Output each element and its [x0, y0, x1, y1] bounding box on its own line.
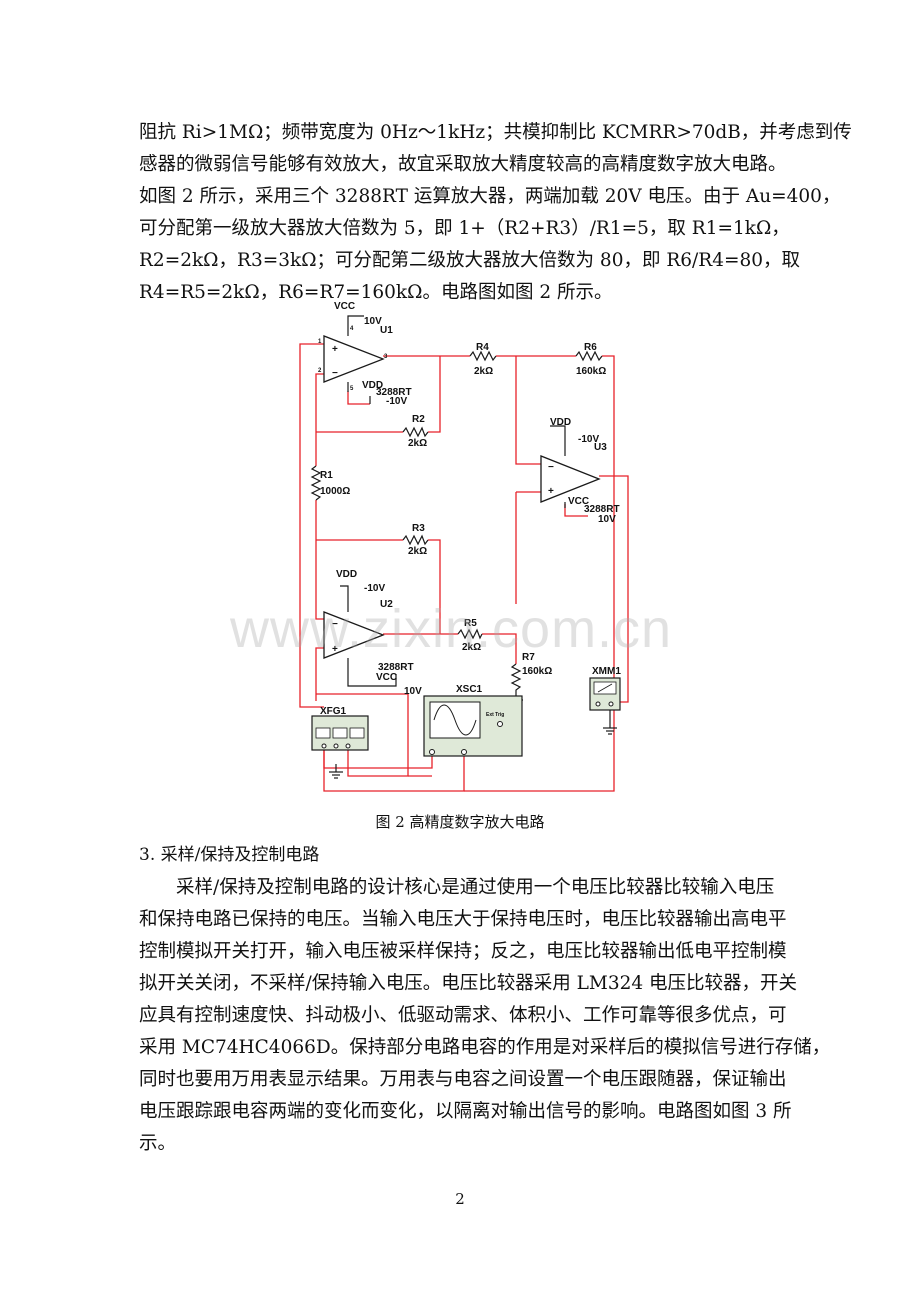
label-r7-value: 160kΩ — [522, 666, 552, 677]
label-vcc-u3: VCC — [568, 496, 589, 507]
pin-label: 5 — [350, 386, 354, 392]
label-r4: R4 — [476, 342, 489, 353]
intro-line: R4=R5=2kΩ，R6=R7=160kΩ。电路图如图 2 所示。 — [139, 282, 613, 303]
label-u3-pos: 10V — [598, 514, 616, 525]
body-line: 采样/保持及控制电路的设计核心是通过使用一个电压比较器比较输入电压 — [176, 877, 775, 898]
label-r1-value: 1000Ω — [320, 486, 350, 497]
section-heading: 3. 采样/保持及控制电路 — [139, 845, 320, 865]
intro-line: 如图 2 所示，采用三个 3288RT 运算放大器，两端加载 20V 电压。由于… — [139, 186, 841, 207]
function-generator-xfg1 — [311, 715, 369, 751]
label-r7: R7 — [522, 652, 535, 663]
body-line: 同时也要用万用表显示结果。万用表与电容之间设置一个电压跟随器，保证输出 — [139, 1069, 787, 1090]
intro-line: 阻抗 Ri>1MΩ；频带宽度为 0Hz～1kHz；共模抑制比 KCMRR>70d… — [139, 122, 852, 143]
body-line: 采用 MC74HC4066D。保持部分电路电容的作用是对采样后的模拟信号进行存储… — [139, 1037, 831, 1058]
label-u3-supply: -10V — [578, 434, 599, 445]
label-xsc1: XSC1 — [456, 684, 483, 695]
intro-line: 可分配第一级放大器放大倍数为 5，即 1+（R2+R3）/R1=5，取 R1=1… — [139, 218, 790, 239]
oscilloscope-xsc1 — [423, 695, 523, 757]
multimeter-xmm1 — [589, 677, 621, 711]
resistor-r2 — [402, 426, 429, 438]
svg-text:+: + — [548, 486, 554, 497]
intro-line: 感器的微弱信号能够有效放大，故宜采取放大精度较高的高精度数字放大电路。 — [139, 154, 787, 175]
label-u2-model: 3288RT — [378, 662, 414, 673]
resistor-r5 — [457, 628, 483, 640]
label-r3: R3 — [412, 523, 425, 534]
label-u2: U2 — [380, 599, 393, 610]
amplifier-circuit-diagram: + − − + − + — [299, 301, 629, 792]
svg-text:+: + — [332, 344, 338, 355]
pin-label: 2 — [318, 368, 322, 374]
label-u2-pos: 10V — [404, 686, 422, 697]
label-r2: R2 — [412, 414, 425, 425]
label-vdd-u3: VDD — [550, 417, 571, 428]
body-line: 控制模拟开关打开，输入电压被采样保持；反之，电压比较器输出低电平控制模 — [139, 941, 787, 962]
label-vdd-u1: VDD — [362, 380, 383, 391]
label-vcc-u1: VCC — [334, 301, 355, 312]
body-line: 电压跟踪跟电容两端的变化而变化，以隔离对输出信号的影响。电路图如图 3 所 — [139, 1101, 792, 1122]
svg-text:−: − — [332, 368, 338, 379]
body-line: 和保持电路已保持的电压。当输入电压大于保持电压时，电压比较器输出高电平 — [139, 909, 787, 930]
intro-line: R2=2kΩ，R3=3kΩ；可分配第二级放大器放大倍数为 80，即 R6/R4=… — [139, 250, 801, 271]
resistor-r7 — [510, 663, 522, 696]
resistor-r6 — [575, 350, 603, 362]
body-line: 应具有控制速度快、抖动极小、低驱动需求、体积小、工作可靠等很多优点，可 — [139, 1005, 787, 1026]
label-u1: U1 — [380, 325, 393, 336]
label-r6-value: 160kΩ — [576, 366, 606, 377]
svg-text:−: − — [332, 619, 338, 630]
label-r5: R5 — [464, 618, 477, 629]
label-vcc-u2: VCC — [376, 672, 397, 683]
resistor-r3 — [402, 534, 429, 546]
label-ext-trig: Ext Trig — [486, 712, 504, 718]
figure-caption: 图 2 高精度数字放大电路 — [375, 813, 545, 831]
watermark: www.zixin.com.cn — [230, 599, 673, 659]
label-u1-neg: -10V — [386, 396, 407, 407]
label-u1-supply: 10V — [364, 316, 382, 327]
opamp-u3 — [540, 455, 601, 503]
label-u2-supply: -10V — [364, 583, 385, 594]
pin-label: 4 — [350, 326, 354, 332]
label-xmm1: XMM1 — [592, 666, 621, 677]
resistor-r4 — [469, 350, 497, 362]
label-vdd-u2: VDD — [336, 569, 357, 580]
body-line: 拟开关关闭，不采样/保持输入电压。电压比较器采用 LM324 电压比较器，开关 — [139, 973, 798, 994]
page-number: 2 — [455, 1190, 465, 1208]
label-r1: R1 — [320, 470, 333, 481]
opamp-u1 — [323, 335, 385, 383]
svg-text:−: − — [548, 462, 554, 473]
pin-label: 1 — [318, 339, 322, 345]
intro-paragraph: 阻抗 Ri>1MΩ；频带宽度为 0Hz～1kHz；共模抑制比 KCMRR>70d… — [139, 117, 852, 309]
label-r4-value: 2kΩ — [474, 366, 493, 377]
label-r3-value: 2kΩ — [408, 546, 427, 557]
label-r6: R6 — [584, 342, 597, 353]
body-paragraph: 采样/保持及控制电路的设计核心是通过使用一个电压比较器比较输入电压 和保持电路已… — [139, 872, 831, 1160]
label-u3: U3 — [594, 442, 607, 453]
resistor-r1 — [310, 465, 322, 501]
label-r5-value: 2kΩ — [462, 642, 481, 653]
opamp-u2 — [323, 611, 385, 659]
label-xfg1: XFG1 — [320, 706, 347, 717]
pin-label: 3 — [384, 354, 388, 360]
svg-text:+: + — [332, 644, 338, 655]
label-u1-model: 3288RT — [376, 387, 412, 398]
label-u3-model: 3288RT — [584, 504, 620, 515]
label-r2-value: 2kΩ — [408, 438, 427, 449]
body-line: 示。 — [139, 1133, 177, 1154]
